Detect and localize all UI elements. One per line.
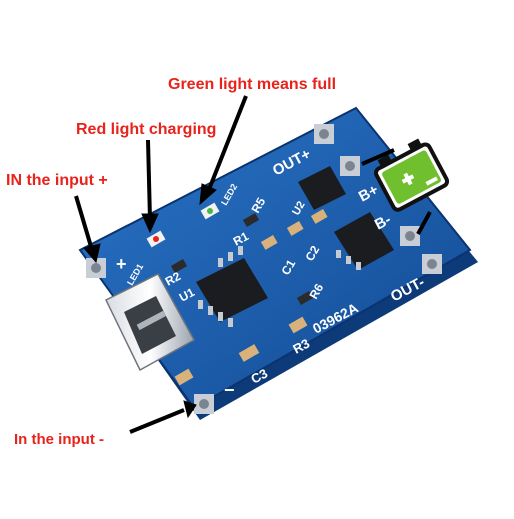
arrow-in-positive [74, 195, 94, 251]
callout-green-full: Green light means full [168, 76, 337, 93]
arrow-green-light [206, 95, 248, 193]
callout-red-charging: Red light charging [76, 121, 217, 138]
led-red [146, 230, 166, 248]
silk-c3: C3 [248, 366, 270, 387]
solder-pads [86, 124, 442, 414]
silk-r2: R2 [163, 269, 183, 289]
silk-r6: R6 [306, 281, 326, 302]
silk-r3: R3 [290, 336, 312, 357]
callout-input-negative: In the input - [14, 431, 104, 448]
arrow-battery-plus [361, 148, 395, 166]
callout-arrows [74, 95, 432, 434]
ic-protection [334, 212, 394, 270]
passive-components [170, 209, 328, 386]
silk-c2: C2 [302, 243, 322, 264]
silk-r1: R1 [231, 229, 251, 249]
ic-u1 [196, 246, 268, 327]
micro-usb-connector [105, 273, 196, 372]
arrow-in-negative [129, 408, 185, 434]
callout-input-positive: IN the input + [6, 172, 108, 189]
ic-u2 [298, 166, 346, 210]
silk-in-minus: − [224, 380, 235, 400]
silk-u1: U1 [177, 285, 197, 305]
silk-b-minus: B- [372, 211, 394, 233]
battery-icon [374, 138, 450, 212]
arrow-battery-minus [416, 211, 432, 235]
silk-in-plus: + [116, 254, 127, 274]
led-green [200, 202, 220, 220]
silk-r5: R5 [248, 195, 268, 216]
silk-c1: C1 [278, 257, 298, 278]
arrow-red-light [146, 139, 152, 221]
